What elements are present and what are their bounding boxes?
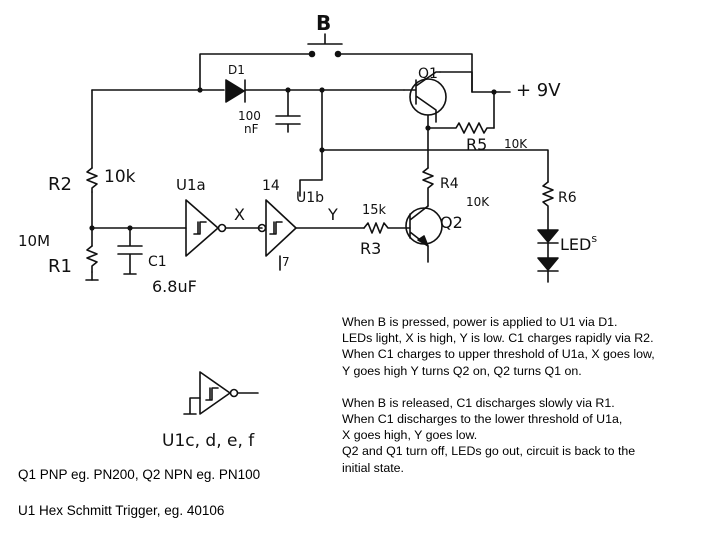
wire-u1b-supply (299, 89, 323, 197)
parts-transistors: Q1 PNP eg. PN200, Q2 NPN eg. PN100 (18, 467, 261, 482)
label-r5-value: 10K (504, 137, 528, 151)
label-u1b: U1b (296, 190, 324, 206)
transistor-q2 (405, 205, 443, 263)
label-u1a: U1a (176, 176, 206, 194)
resistor-r4 (422, 167, 434, 207)
label-x: X (234, 205, 245, 224)
operation-notes: When B is pressed, power is applied to U… (342, 314, 714, 476)
label-r5: R5 (466, 135, 487, 154)
label-r3: R3 (360, 239, 381, 258)
label-r2-value: 10k (104, 167, 136, 187)
label-r1: R1 (48, 256, 72, 277)
schmitt-inverter-u1b (257, 199, 297, 271)
note-line: When C1 discharges to the lower threshol… (342, 412, 623, 427)
capacitor-100nf (275, 89, 301, 133)
parts-ic: U1 Hex Schmitt Trigger, eg. 40106 (18, 503, 225, 518)
note-line: initial state. (342, 460, 404, 475)
label-r4: R4 (440, 176, 459, 192)
note-line: LEDs light, X is high, Y is low. C1 char… (342, 331, 654, 346)
label-cap-100: 100 (238, 109, 261, 123)
label-c1: C1 (148, 254, 167, 270)
resistor-r2 (86, 167, 98, 193)
label-c1-value: 6.8uF (152, 277, 197, 296)
label-r1-value: 10M (18, 232, 50, 250)
note-line: Q2 and Q1 turn off, LEDs go out, circuit… (342, 444, 636, 459)
label-y: Y (327, 205, 338, 224)
label-u1cdef: U1c, d, e, f (162, 431, 255, 451)
note-line: Y goes high Y turns Q2 on, Q2 turns Q1 o… (342, 363, 582, 378)
label-r4-value: 10K (466, 195, 490, 209)
note-line: When B is pressed, power is applied to U… (342, 315, 618, 329)
label-pin7: 7 (282, 255, 290, 269)
label-switch-b: B (316, 11, 331, 35)
label-d1: D1 (228, 63, 245, 77)
resistor-r1 (86, 245, 98, 273)
push-button-switch-b (307, 33, 343, 58)
note-line: X goes high, Y goes low. (342, 428, 478, 443)
label-r6: R6 (558, 190, 577, 206)
label-r2: R2 (48, 174, 72, 195)
label-pin14: 14 (262, 178, 280, 194)
diode-d1 (225, 79, 246, 103)
label-cap-100-unit: nF (244, 122, 259, 136)
label-q2: Q2 (440, 213, 463, 232)
note-line: When B is released, C1 discharges slowly… (342, 395, 615, 410)
resistor-r5 (427, 122, 495, 134)
resistor-r6 (542, 181, 554, 231)
label-q1: Q1 (418, 66, 438, 82)
transistor-q1 (403, 71, 511, 129)
note-line: When C1 charges to upper threshold of U1… (342, 347, 655, 362)
schmitt-inverter-u1a (185, 199, 227, 257)
label-r3-value: 15k (362, 203, 387, 218)
label-leds: LEDs (560, 232, 597, 254)
label-plus-9v: + 9V (516, 80, 561, 101)
wire-r5-r4-rail (321, 149, 549, 183)
capacitor-c1 (117, 227, 143, 275)
schmitt-inverter-legend (183, 371, 259, 415)
led-stack (537, 229, 559, 283)
resistor-r3 (363, 222, 411, 234)
